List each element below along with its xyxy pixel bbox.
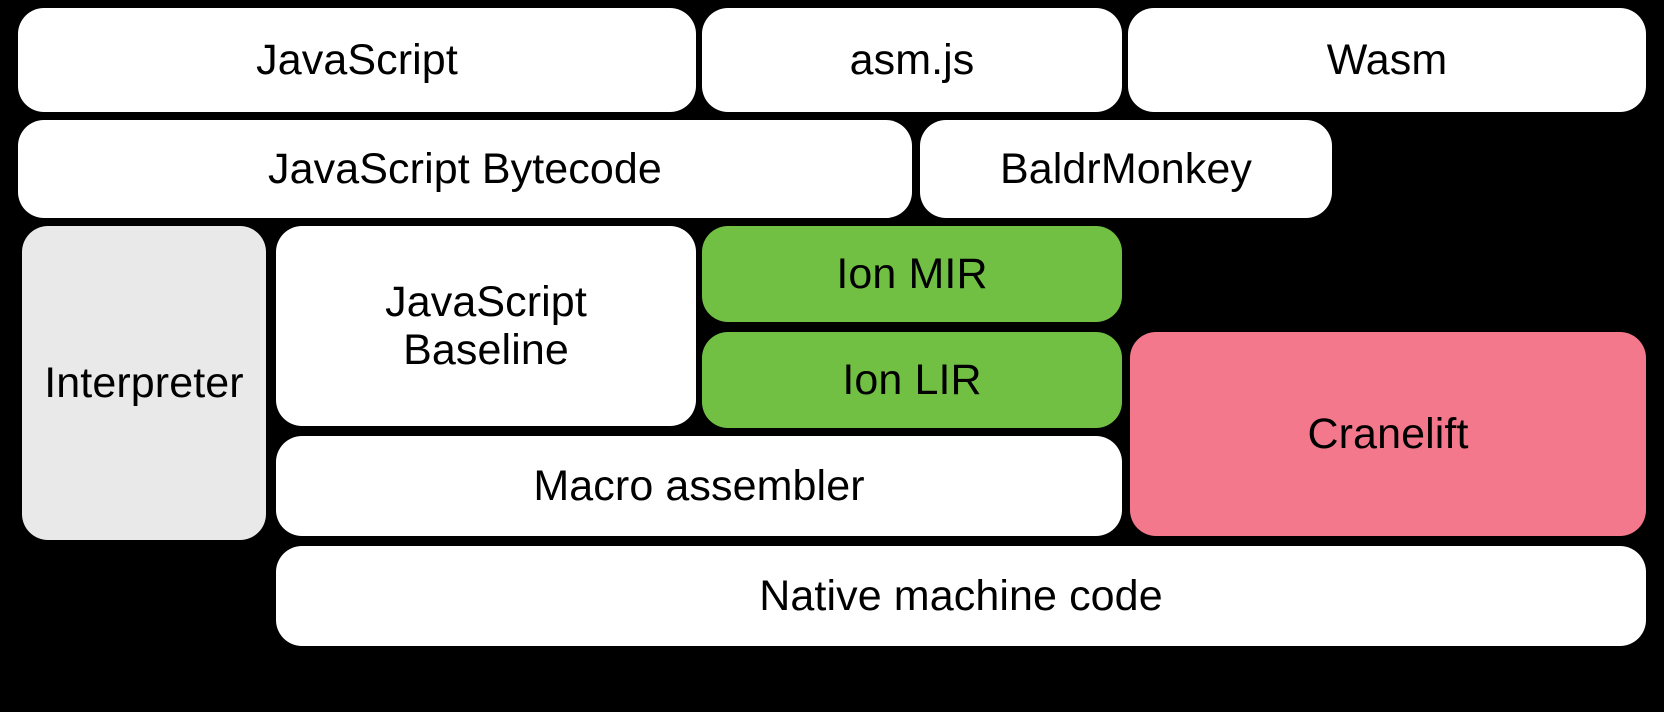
node-ion-lir[interactable]: Ion LIR [702,332,1122,428]
node-macro-assembler[interactable]: Macro assembler [276,436,1122,536]
node-javascript-baseline[interactable]: JavaScript Baseline [276,226,696,426]
node-native-machine-code[interactable]: Native machine code [276,546,1646,646]
node-asm-js[interactable]: asm.js [702,8,1122,112]
node-baldrmonkey[interactable]: BaldrMonkey [920,120,1332,218]
node-interpreter[interactable]: Interpreter [22,226,266,540]
node-javascript-bytecode[interactable]: JavaScript Bytecode [18,120,912,218]
node-wasm[interactable]: Wasm [1128,8,1646,112]
node-ion-mir[interactable]: Ion MIR [702,226,1122,322]
node-javascript[interactable]: JavaScript [18,8,696,112]
node-cranelift[interactable]: Cranelift [1130,332,1646,536]
